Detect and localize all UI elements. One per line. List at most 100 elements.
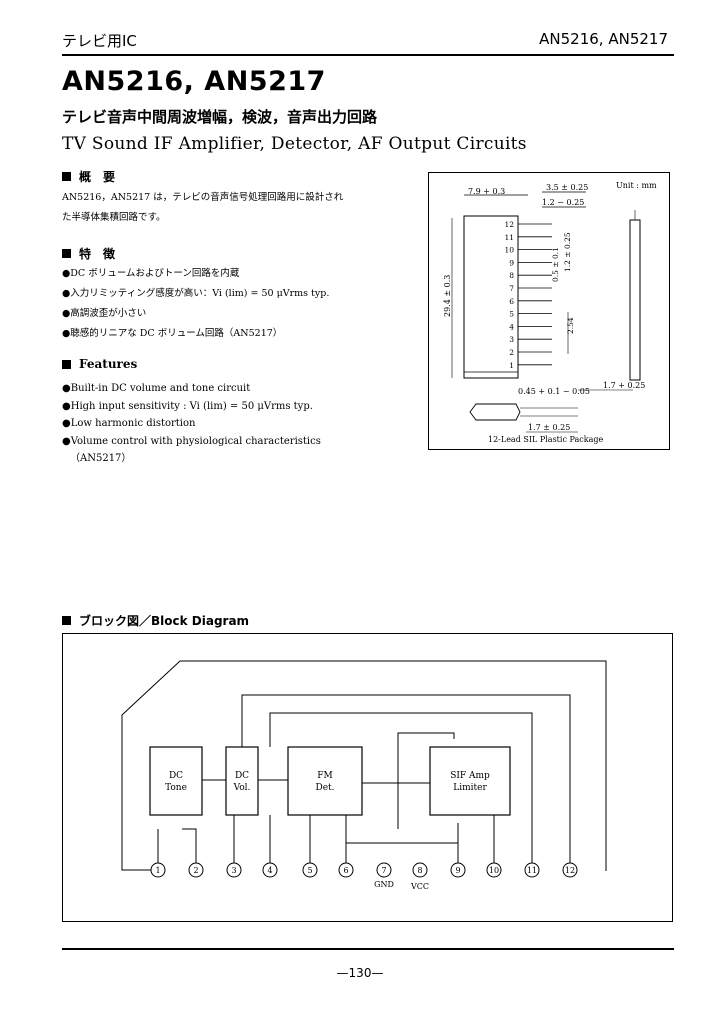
- header-rule: [62, 54, 674, 56]
- pin-number: 7: [381, 866, 386, 875]
- dc-tone-block: [149, 746, 203, 816]
- pin-number: 1: [155, 866, 160, 875]
- block-diagram-frame: [62, 633, 673, 922]
- block-diagram-heading-text: ブロック図／Block Diagram: [79, 614, 250, 628]
- list-item: ●DC ボリュームおよびトーン回路を内蔵: [62, 268, 240, 279]
- section-square-icon: [62, 172, 71, 181]
- pin-number: 2: [193, 866, 198, 875]
- pin-circle: [262, 862, 278, 878]
- pin-number: 10: [489, 866, 499, 875]
- unit-label: Unit : mm: [616, 181, 657, 190]
- dim-side1: 1.2 ± 0.25: [563, 232, 572, 272]
- features-en-list: ●Built-in DC volume and tone circuit ●Hi…: [62, 380, 402, 468]
- overview-heading: 概 要: [62, 168, 115, 185]
- pin-number: 12: [565, 866, 575, 875]
- english-subtitle: TV Sound IF Amplifier, Detector, AF Outp…: [62, 134, 527, 154]
- section-square-icon: [62, 249, 71, 258]
- package-pin-number: 6: [509, 297, 514, 306]
- block-label: SIF Amp: [450, 771, 490, 781]
- pin-number: 9: [455, 866, 460, 875]
- pin-number: 6: [343, 866, 348, 875]
- block-label: Limiter: [453, 783, 487, 793]
- pin-circle: [376, 862, 392, 878]
- package-drawing: Unit : mm 7.9 + 0.3 3.5 ± 0.25 1.2 − 0.2…: [443, 181, 657, 444]
- features-jp-heading-text: 特 徴: [79, 247, 116, 261]
- package-drawing-frame: [428, 172, 670, 450]
- list-item: ●Volume control with physiological chara…: [62, 435, 321, 447]
- package-pin-number: 12: [504, 220, 514, 229]
- features-jp-heading: 特 徴: [62, 245, 115, 262]
- overview-heading-text: 概 要: [79, 170, 116, 184]
- package-pin-number: 7: [509, 284, 514, 293]
- pin-circle: [412, 862, 428, 878]
- block-label: Vol.: [233, 783, 251, 793]
- sif-amp-limiter-block: [429, 746, 511, 816]
- overview-line: AN5216，AN5217 は，テレビの音声信号処理回路用に設計され: [62, 192, 344, 203]
- fm-det-block: [287, 746, 363, 816]
- gnd-label: GND: [374, 880, 394, 889]
- overview-text: AN5216，AN5217 は，テレビの音声信号処理回路用に設計され た半導体集…: [62, 188, 392, 228]
- header-category: テレビ用IC: [62, 32, 137, 50]
- features-en-heading-text: Features: [79, 357, 138, 371]
- package-pin-number: 11: [504, 233, 514, 242]
- dim-bottom2: 1.7 + 0.25: [603, 381, 645, 390]
- pin-number: 5: [307, 866, 312, 875]
- dim-width: 7.9 + 0.3: [468, 187, 505, 196]
- block-diagram: DC Tone DC Vol. FM Det. SIF Amp Limiter …: [62, 633, 673, 922]
- package-pin-number: 5: [509, 310, 514, 319]
- list-item: ●入力リミッティング感度が高い：Vi (lim) = 50 μVrms typ.: [62, 288, 330, 299]
- package-pin-number: 9: [509, 258, 514, 267]
- page-number: —130—: [336, 966, 384, 980]
- pin-circle: [302, 862, 318, 878]
- package-caption: 12-Lead SIL Plastic Package: [488, 435, 603, 444]
- dim-side3: 2.54: [566, 317, 575, 334]
- package-pin-number: 2: [509, 348, 514, 357]
- page-title: AN5216, AN5217: [62, 66, 326, 97]
- list-item: ●Built-in DC volume and tone circuit: [62, 383, 251, 394]
- features-jp-list: ●DC ボリュームおよびトーン回路を内蔵 ●入力リミッティング感度が高い：Vi …: [62, 264, 402, 344]
- header-part-numbers: AN5216, AN5217: [539, 30, 668, 48]
- block-diagram-heading: ブロック図／Block Diagram: [62, 612, 249, 629]
- block-label: FM: [317, 771, 332, 781]
- block-label: DC: [235, 771, 249, 781]
- block-label: Det.: [315, 783, 334, 793]
- dim-top1: 3.5 ± 0.25: [546, 183, 588, 192]
- list-item: ●聴感的リニアな DC ボリューム回路（AN5217）: [62, 328, 283, 339]
- package-pin-number: 3: [509, 335, 514, 344]
- footer-rule: [62, 948, 674, 950]
- pin-circle: [450, 862, 466, 878]
- pin-circle: [338, 862, 354, 878]
- pin-number: 3: [231, 866, 236, 875]
- vcc-label: VCC: [410, 882, 429, 891]
- block-label: Tone: [165, 783, 187, 793]
- pin-circle: [226, 862, 242, 878]
- pin-number: 4: [267, 866, 272, 875]
- pin-circle: [486, 862, 502, 878]
- pin-number: 11: [527, 866, 537, 875]
- pin-circle: [562, 862, 578, 878]
- package-pin-number: 1: [509, 361, 514, 370]
- pin-circle: [188, 862, 204, 878]
- overview-line: た半導体集積回路です。: [62, 212, 166, 223]
- pin-number: 8: [417, 866, 422, 875]
- dim-bottom1: 0.45 + 0.1 − 0.05: [518, 387, 590, 396]
- pin-circle: [524, 862, 540, 878]
- dim-bottom3: 1.7 ± 0.25: [528, 423, 570, 432]
- list-item: ●High input sensitivity : Vi (lim) = 50 …: [62, 400, 313, 412]
- package-pin-number: 4: [509, 322, 514, 331]
- list-item: ●Low harmonic distortion: [62, 418, 196, 429]
- block-label: DC: [169, 771, 183, 781]
- dim-length: 29.4 ± 0.3: [443, 275, 452, 317]
- section-square-icon: [62, 359, 71, 369]
- dc-vol-block: [225, 746, 259, 816]
- features-en-heading: Features: [62, 357, 137, 371]
- package-pin-number: 10: [504, 246, 514, 255]
- list-item: ●高調波歪が小さい: [62, 308, 147, 319]
- section-square-icon: [62, 616, 71, 625]
- pin-circle: [150, 862, 166, 878]
- dim-top2: 1.2 − 0.25: [542, 198, 584, 207]
- package-pin-number: 8: [509, 271, 514, 280]
- dim-side2: 0.5 ± 0.1: [551, 247, 560, 282]
- list-item: （AN5217）: [70, 453, 132, 464]
- japanese-subtitle: テレビ音声中間周波増幅，検波，音声出力回路: [62, 108, 378, 126]
